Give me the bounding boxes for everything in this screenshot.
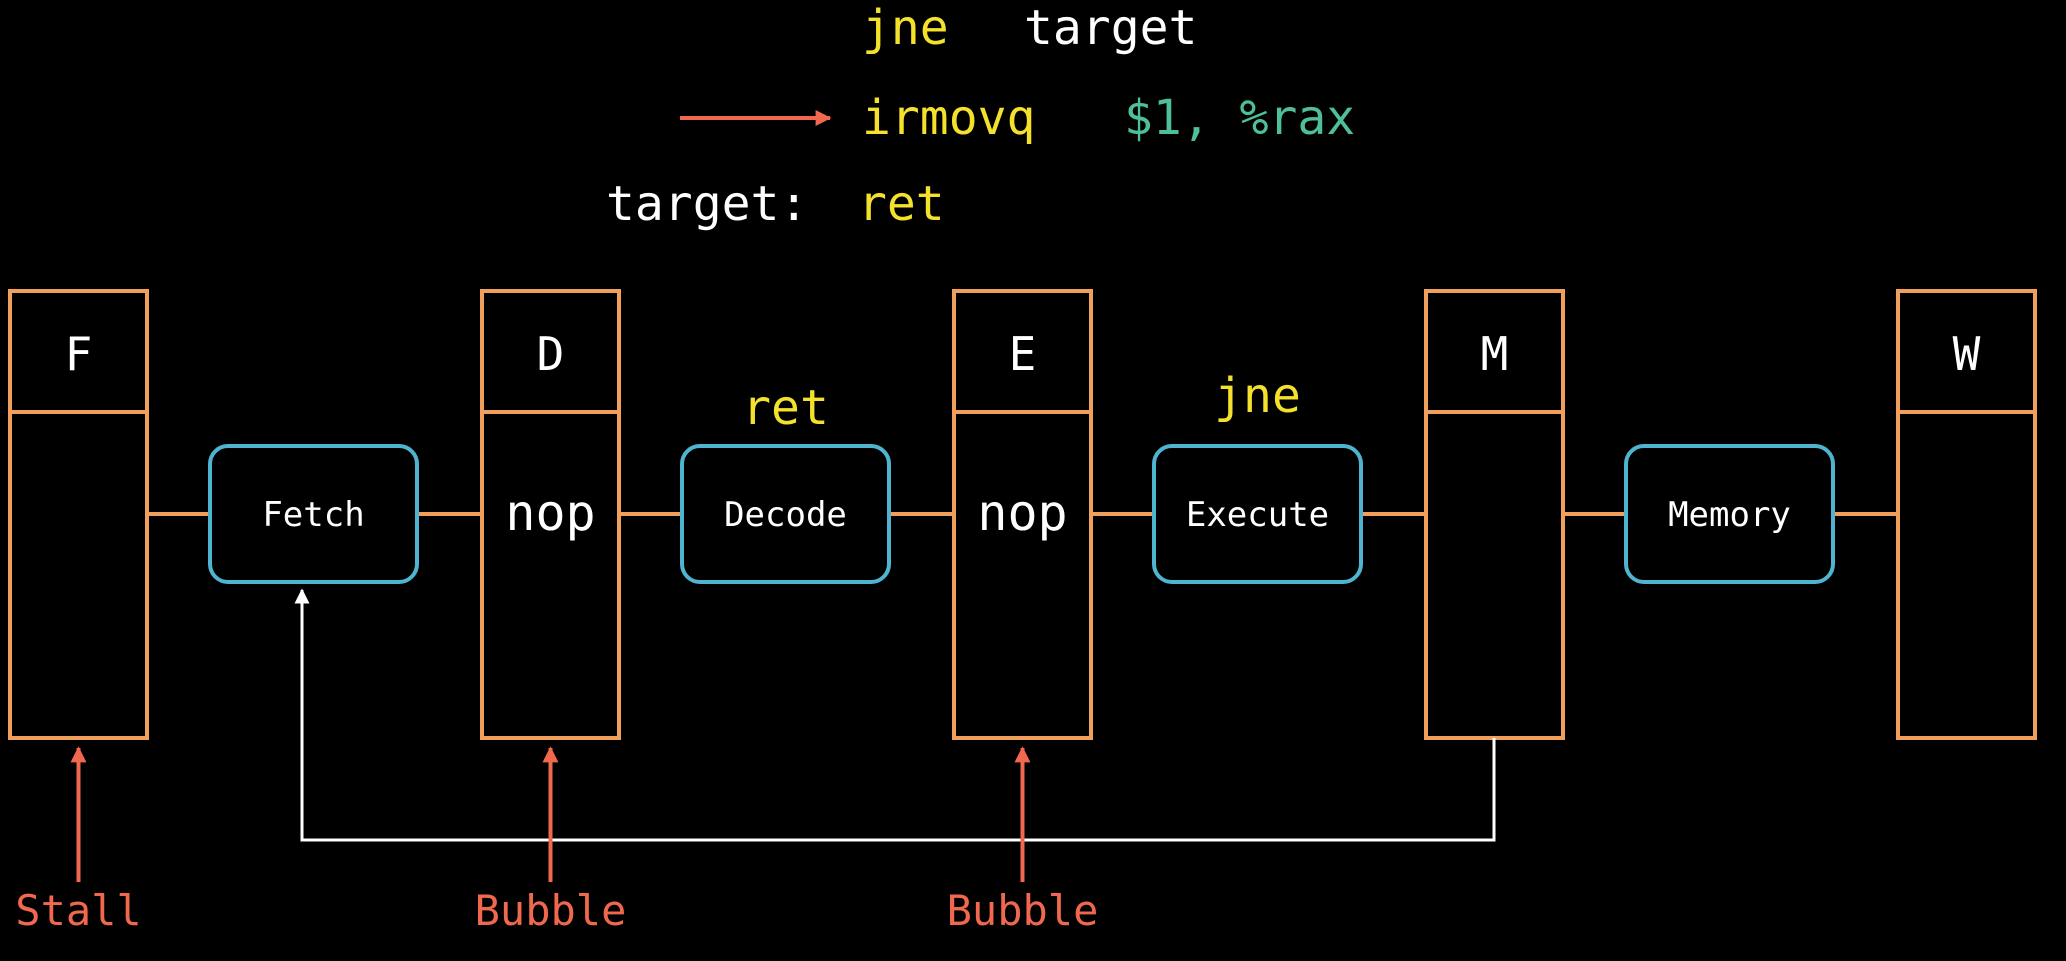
stage-box	[680, 444, 891, 584]
stage-execute: Execute jne	[1152, 368, 1363, 584]
code-line-3-mnemonic: ret	[858, 176, 945, 232]
register-label: W	[1953, 327, 1981, 381]
stage-decode: Decode ret	[680, 380, 891, 584]
pipeline-register-m: M	[1424, 289, 1565, 740]
stage-label: Fetch	[262, 495, 364, 535]
pipeline-register-w: W	[1896, 289, 2037, 740]
register-label: D	[537, 327, 565, 381]
stage-instruction: ret	[742, 380, 829, 436]
stage-box	[1152, 444, 1363, 584]
pipeline-register-f: F	[8, 289, 149, 740]
stage-label: Execute	[1186, 495, 1329, 535]
register-box	[480, 289, 621, 740]
code-line-2-operand: $1, %rax	[1124, 90, 1355, 146]
feedback-arrow	[294, 588, 1496, 842]
control-label: Stall	[15, 886, 141, 935]
register-content: nop	[505, 484, 595, 542]
code-line-1-operand: target	[1024, 0, 1197, 56]
control-signal-stall: Stall	[15, 746, 142, 935]
register-box	[1896, 289, 2037, 740]
register-content: nop	[977, 484, 1067, 542]
stage-label: Decode	[724, 495, 847, 535]
control-label: Bubble	[475, 886, 627, 935]
control-signal-bubble: Bubble	[475, 746, 627, 935]
stage-box	[208, 444, 419, 584]
control-label: Bubble	[947, 886, 1099, 935]
stage-box	[1624, 444, 1835, 584]
register-label: M	[1481, 327, 1509, 381]
code-line-1-mnemonic: jne	[862, 0, 949, 56]
code-line-2-mnemonic: irmovq	[862, 90, 1035, 146]
stage-label: Memory	[1668, 495, 1791, 535]
stage-memory: Memory	[1624, 444, 1835, 584]
code-line-3-label: target:	[606, 176, 808, 232]
control-signal-bubble: Bubble	[947, 746, 1099, 935]
register-box	[952, 289, 1093, 740]
stage-instruction: jne	[1214, 368, 1301, 424]
register-label: E	[1009, 327, 1037, 381]
stage-fetch: Fetch	[208, 444, 419, 584]
register-box	[8, 289, 149, 740]
register-label: F	[65, 327, 93, 381]
code-listing: jne target irmovq $1, %rax target: ret	[606, 0, 1355, 232]
